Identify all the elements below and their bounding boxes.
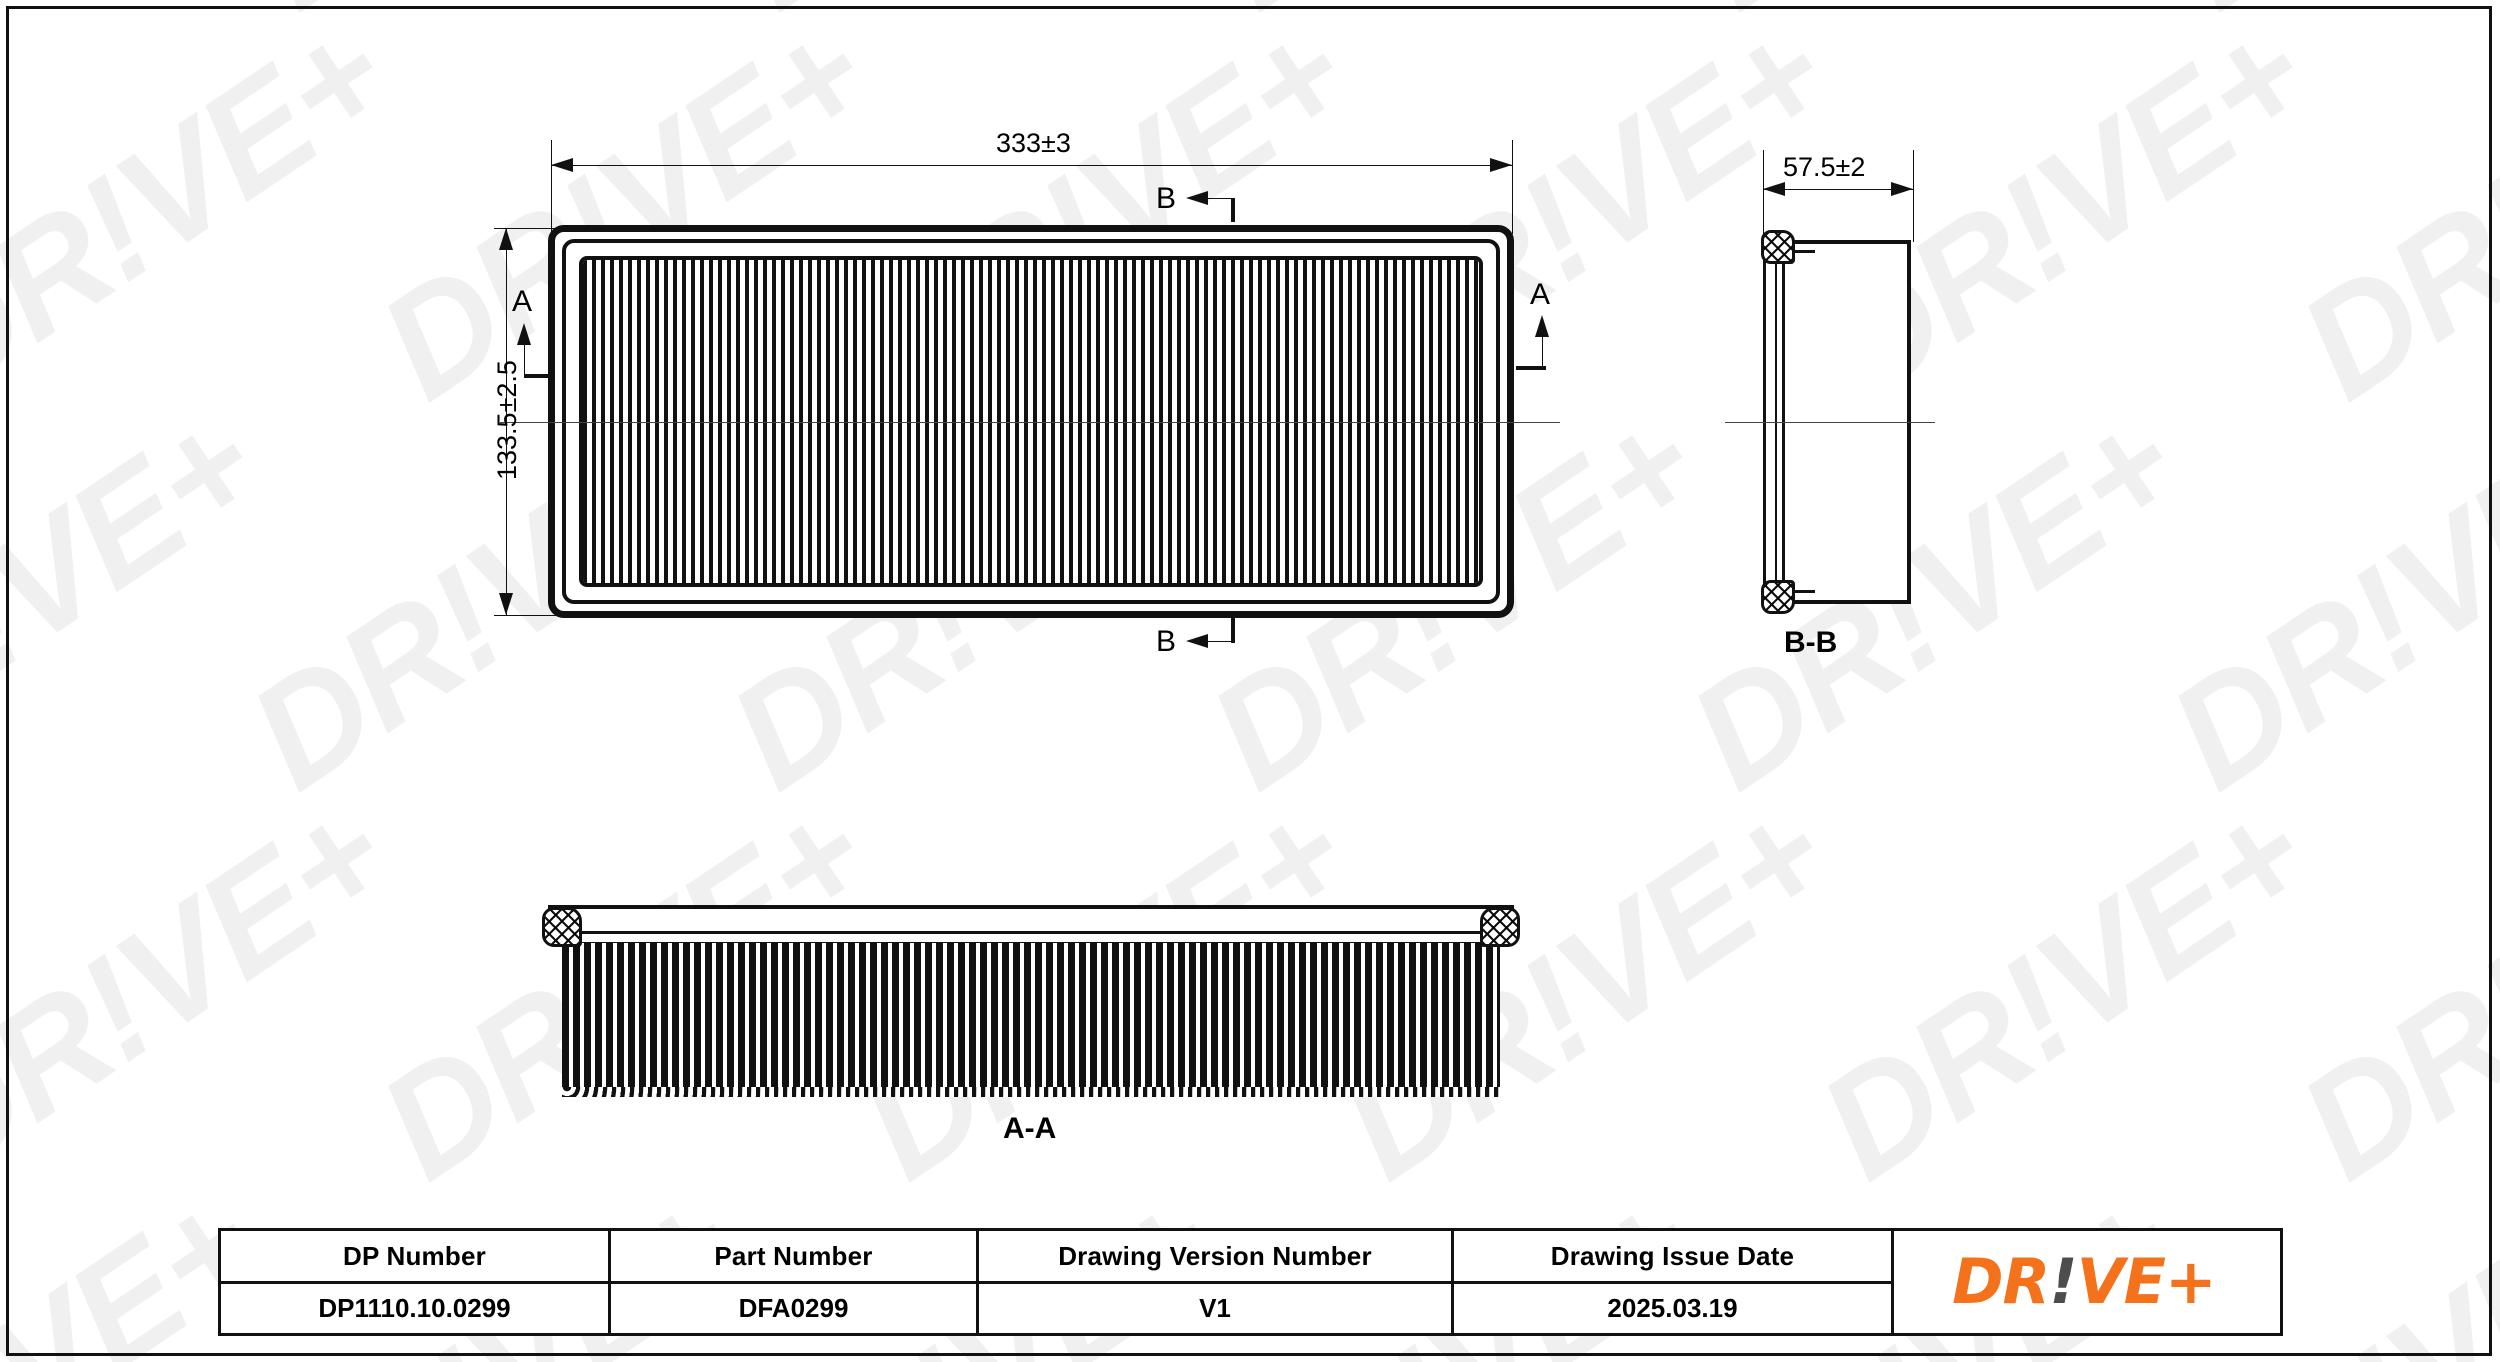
page-border [6,6,2492,1356]
header-drawing-version-number: Drawing Version Number [979,1231,1451,1284]
header-part-number: Part Number [611,1231,976,1284]
title-block: DP Number DP1110.10.0299 Part Number DFA… [218,1228,2283,1336]
plan-view [548,225,1514,618]
ext-line-top [494,228,556,229]
section-aa-view [542,905,1520,1105]
logo-text-dr: DR [1952,1245,2050,1318]
section-b-top-arrow [1186,191,1208,205]
section-b-top-stem [1190,198,1234,199]
bb-ext-line-left [1763,150,1764,242]
filter-mid-frame [562,239,1500,604]
dim-arrow-down [499,593,513,615]
logo-exclamation-icon: ! [2049,1245,2077,1318]
section-bb-view [1745,228,1915,621]
aa-gasket-left [542,907,582,947]
filter-inner-frame [579,256,1483,587]
section-a-left-tick [524,374,551,378]
dim-arrow-right [1490,158,1512,172]
section-b-bottom-stem [1190,641,1234,642]
bb-gasket-bottom [1761,580,1795,614]
bb-dim-line [1763,189,1913,190]
section-a-right-stem [1542,322,1543,367]
pleat-pattern-plan [583,260,1479,583]
title-block-col-issue-date: Drawing Issue Date 2025.03.19 [1454,1231,1894,1333]
section-b-top-tick [1231,198,1235,222]
header-drawing-issue-date: Drawing Issue Date [1454,1231,1891,1284]
title-block-col-logo: DR!VE+ [1894,1231,2274,1333]
pleat-tips [562,1087,1500,1097]
bb-lip-bottom [1793,590,1815,593]
section-mark-b-bottom: B [1156,625,1177,658]
bb-centerline [1725,422,1935,423]
drive-plus-logo: DR!VE+ [1952,1251,2217,1313]
section-a-left-arrow [517,323,531,345]
title-block-col-dp-number: DP Number DP1110.10.0299 [221,1231,611,1333]
title-block-col-version: Drawing Version Number V1 [979,1231,1454,1333]
title-block-col-part-number: Part Number DFA0299 [611,1231,979,1333]
dim-line-height [506,228,507,615]
section-mark-a-right: A [1530,278,1551,311]
ext-line-bottom [494,615,556,616]
section-a-right-arrow [1535,315,1549,337]
logo-text-ve-plus: VE+ [2076,1245,2217,1318]
bb-dim-arrow-right [1891,182,1913,196]
dim-height-text: 133.5±2.5 [492,360,522,480]
header-dp-number: DP Number [221,1231,608,1284]
value-drawing-version-number: V1 [1199,1293,1231,1323]
dim-arrow-up [499,228,513,250]
section-b-bottom-arrow [1186,634,1208,648]
section-a-left-stem [524,330,525,375]
value-part-number: DFA0299 [738,1293,849,1323]
dim-line-length [551,165,1512,166]
bb-ext-line-right [1913,150,1914,242]
section-mark-a-left: A [512,285,533,318]
section-mark-b-top: B [1156,182,1177,215]
section-bb-label: B-B [1784,626,1838,659]
bb-gasket-top [1761,230,1795,264]
bb-lip-top [1793,250,1815,253]
ext-line-left [551,140,552,234]
dim-thickness-text: 57.5±2 [1783,152,1866,182]
dim-length-text: 333±3 [996,128,1071,158]
pleat-pattern-section [562,943,1500,1093]
bb-dim-arrow-left [1763,182,1785,196]
section-aa-label: A-A [1003,1112,1057,1145]
dim-arrow-left [551,158,573,172]
aa-gasket-right [1480,907,1520,947]
plan-centerline [500,422,1560,423]
section-b-bottom-tick [1231,617,1235,643]
section-a-right-tick [1516,366,1546,370]
value-drawing-issue-date: 2025.03.19 [1607,1293,1738,1323]
value-dp-number: DP1110.10.0299 [318,1293,511,1323]
ext-line-right [1512,140,1513,234]
